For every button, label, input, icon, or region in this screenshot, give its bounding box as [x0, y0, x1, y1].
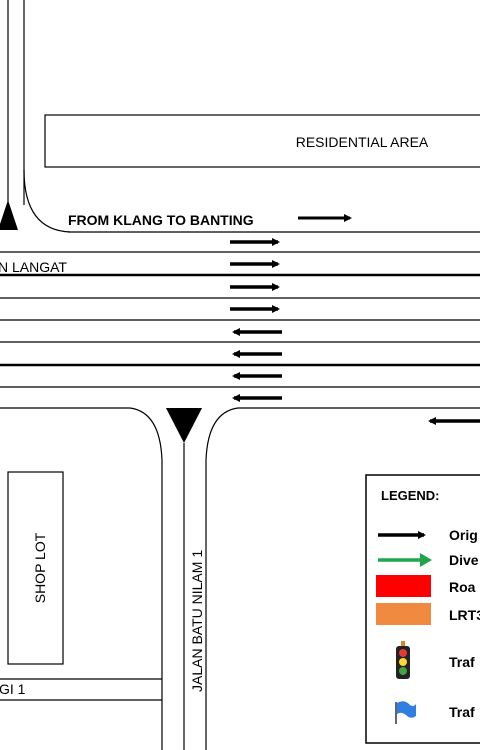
eastbound-arrows: [230, 238, 280, 313]
legend-item-label: LRT3: [449, 607, 480, 623]
legend: LEGEND: Orig Dive Roa LRT3 Traf Traf: [365, 474, 480, 744]
bottom-road-edges: [0, 678, 162, 701]
legend-item-label: Dive: [449, 552, 479, 568]
orange-box-icon: [376, 603, 431, 625]
main-road-label: N LANGAT: [0, 259, 67, 275]
direction-title: FROM KLANG TO BANTING: [68, 212, 254, 228]
north-road-edges: [7, 0, 71, 233]
side-road-edges: [129, 407, 239, 750]
bottom-road-label: GI 1: [0, 681, 26, 697]
residential-area-label: RESIDENTIAL AREA: [296, 134, 429, 150]
legend-item-label: Roa: [449, 579, 476, 595]
legend-item-label: Traf: [449, 704, 475, 720]
shop-lot-block: [7, 471, 64, 665]
main-road-lanes: [0, 231, 480, 409]
residential-area-block: [44, 114, 480, 168]
blue-flag-icon: [395, 701, 416, 724]
north-triangle-marker: [0, 200, 18, 230]
legend-item-label: Traf: [449, 654, 475, 670]
shop-lot-label: SHOP LOT: [32, 532, 48, 603]
south-triangle-marker: [166, 408, 202, 443]
legend-title: LEGEND:: [381, 488, 440, 503]
side-road-label: JALAN BATU NILAM 1: [189, 550, 205, 692]
westbound-arrows: [232, 328, 480, 425]
red-box-icon: [376, 575, 431, 597]
traffic-light-icon: [396, 641, 410, 679]
legend-item-label: Orig: [449, 527, 478, 543]
